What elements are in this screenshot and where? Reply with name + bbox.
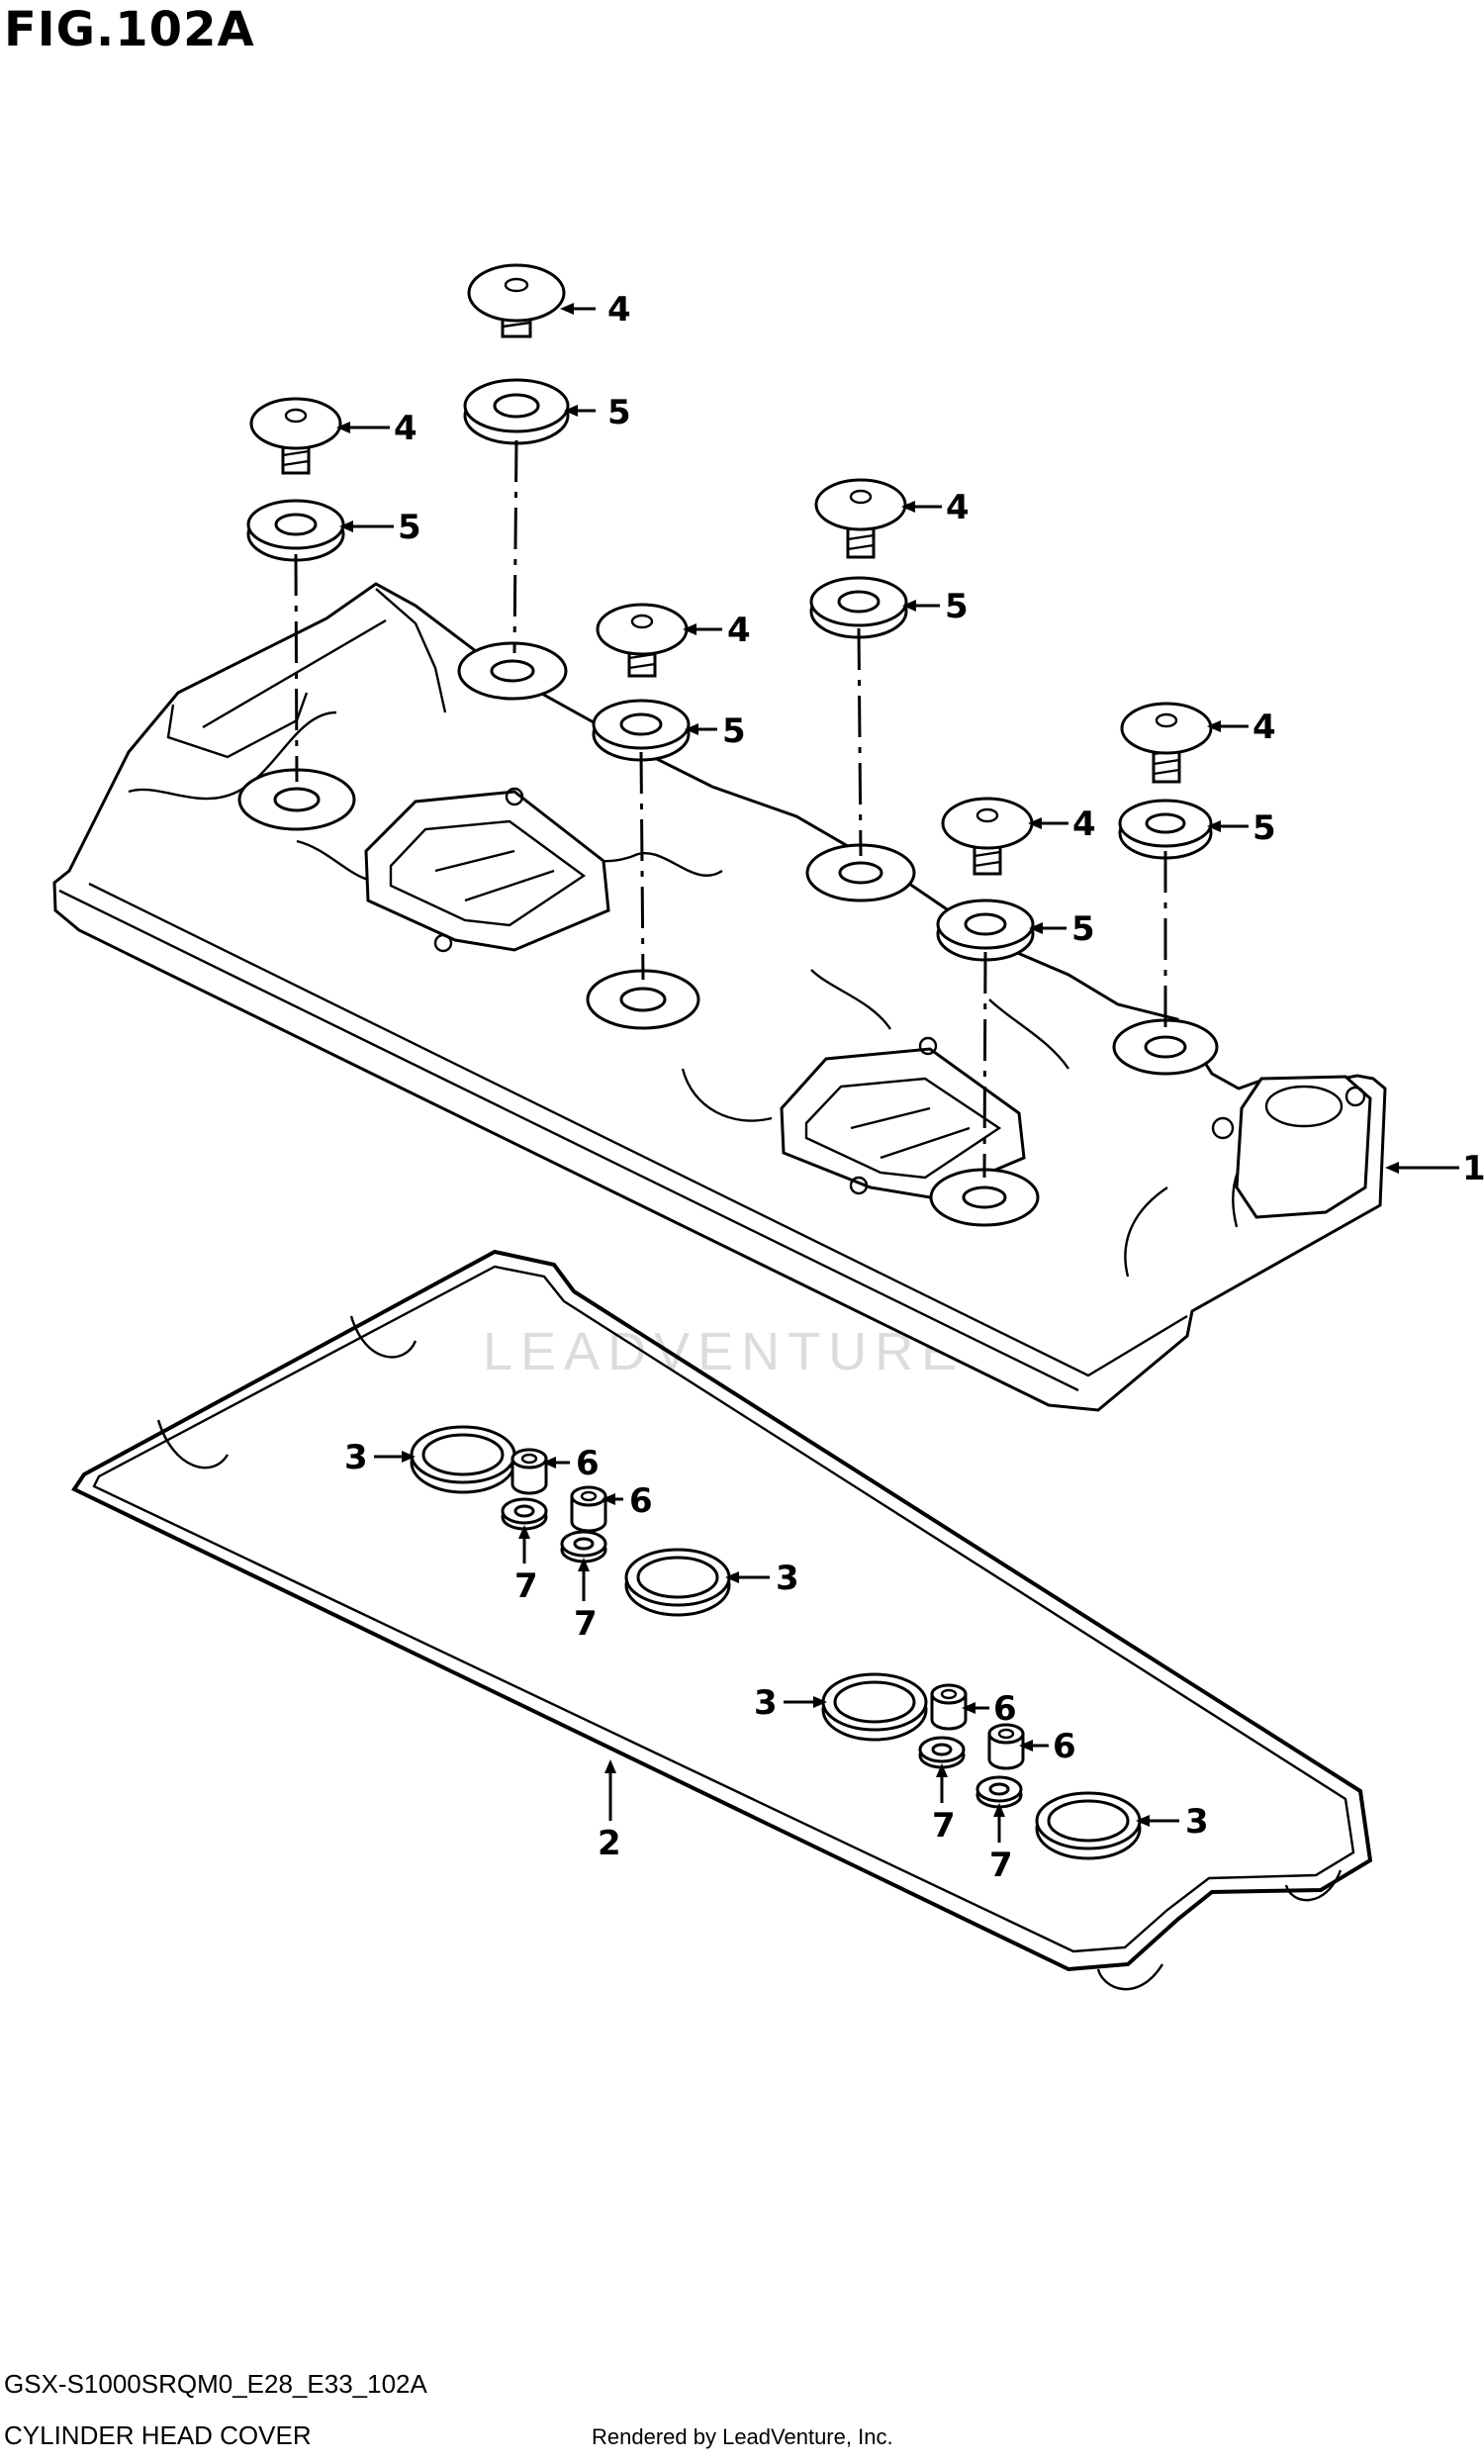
washer-icon[interactable] (1118, 799, 1213, 860)
callout-o-ring[interactable]: 7 (989, 1846, 1013, 1885)
callout-bolt[interactable]: 4 (946, 488, 970, 527)
bolt-icon[interactable] (1120, 702, 1213, 784)
callout-washer[interactable]: 5 (1252, 808, 1276, 848)
bolt-icon[interactable] (596, 603, 689, 678)
callout-o-ring[interactable]: 7 (574, 1604, 598, 1644)
callout-bolt[interactable]: 4 (727, 611, 751, 650)
washer-icon[interactable] (592, 699, 691, 762)
callout-washer[interactable]: 5 (607, 393, 631, 432)
dowel-pin-icon[interactable] (930, 1683, 968, 1731)
callout-bolt[interactable]: 4 (1072, 805, 1096, 844)
callout-labels: 4 5 4 5 4 5 4 5 4 5 4 5 1 2 3 3 3 3 6 6 … (344, 290, 1484, 1885)
callout-bolt[interactable]: 4 (394, 409, 417, 448)
washer-group (246, 378, 1213, 962)
callout-washer[interactable]: 5 (722, 711, 746, 751)
seal-ring-icon[interactable] (1035, 1791, 1142, 1860)
callout-o-ring[interactable]: 7 (932, 1806, 956, 1846)
dowel-group (510, 1448, 1025, 1770)
callout-bolt[interactable]: 4 (1252, 708, 1276, 747)
washer-icon[interactable] (246, 499, 345, 562)
model-code: GSX-S1000SRQM0_E28_E33_102A (4, 2369, 427, 2399)
callout-plug-seal[interactable]: 3 (1185, 1802, 1209, 1842)
seal-group (410, 1425, 1142, 1860)
assembly-center-lines (294, 439, 1167, 1179)
callout-dowel[interactable]: 6 (629, 1481, 653, 1521)
callout-o-ring[interactable]: 7 (514, 1566, 538, 1606)
callout-dowel[interactable]: 6 (576, 1444, 600, 1483)
seal-ring-icon[interactable] (821, 1672, 928, 1742)
washer-icon[interactable] (809, 576, 908, 639)
washer-icon[interactable] (463, 378, 570, 445)
callout-washer[interactable]: 5 (398, 508, 421, 547)
callout-dowel[interactable]: 6 (993, 1689, 1017, 1729)
bolt-group (249, 263, 1213, 876)
callout-cover[interactable]: 1 (1462, 1149, 1484, 1188)
callout-bolt[interactable]: 4 (607, 290, 631, 330)
bolt-icon[interactable] (941, 797, 1034, 876)
leader-arrowheads (336, 303, 1399, 1827)
dowel-pin-icon[interactable] (510, 1448, 548, 1495)
bolt-icon[interactable] (467, 263, 566, 338)
watermark: LEADVENTURE (483, 1322, 966, 1381)
bolt-icon[interactable] (249, 397, 342, 475)
callout-washer[interactable]: 5 (945, 587, 969, 626)
callout-washer[interactable]: 5 (1071, 909, 1095, 949)
cylinder-head-cover-gasket[interactable] (71, 1249, 1373, 1991)
seal-ring-icon[interactable] (410, 1425, 516, 1494)
o-ring-icon[interactable] (918, 1736, 966, 1769)
o-ring-group (501, 1497, 1023, 1809)
diagram-caption: CYLINDER HEAD COVER (4, 2420, 312, 2450)
callout-plug-seal[interactable]: 3 (754, 1683, 778, 1723)
seal-ring-icon[interactable] (624, 1548, 731, 1617)
dowel-pin-icon[interactable] (570, 1485, 607, 1533)
callout-gasket[interactable]: 2 (598, 1824, 621, 1863)
cylinder-head-cover[interactable] (52, 582, 1387, 1412)
washer-icon[interactable] (936, 899, 1035, 962)
o-ring-icon[interactable] (975, 1775, 1023, 1809)
callout-plug-seal[interactable]: 3 (344, 1438, 368, 1477)
dowel-pin-icon[interactable] (987, 1723, 1025, 1770)
callout-plug-seal[interactable]: 3 (776, 1559, 799, 1598)
o-ring-icon[interactable] (501, 1497, 548, 1531)
figure-title: FIG.102A (4, 2, 255, 57)
rendered-by-credit: Rendered by LeadVenture, Inc. (592, 2424, 893, 2449)
callout-dowel[interactable]: 6 (1053, 1727, 1076, 1766)
o-ring-icon[interactable] (560, 1530, 607, 1564)
bolt-icon[interactable] (814, 478, 907, 559)
